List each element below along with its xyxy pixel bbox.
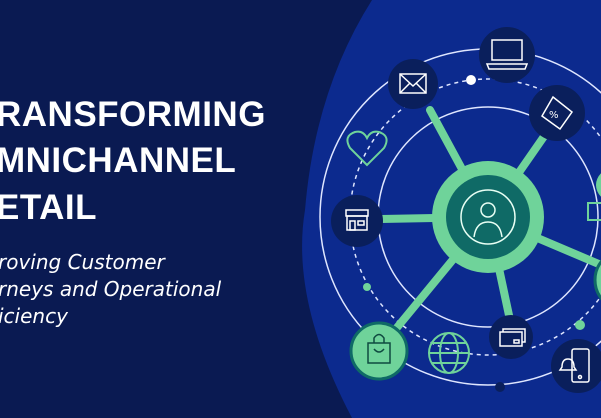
subtitle-line-3: iciency: [0, 304, 68, 328]
tag-node: %: [529, 85, 585, 141]
phone-node: [551, 339, 601, 393]
device-icon: [587, 202, 601, 221]
credit-card-icon: [499, 328, 526, 347]
right-node: [596, 173, 601, 197]
right-green-node: [593, 259, 601, 301]
user-icon: [460, 189, 516, 245]
subtitle-line-1: roving Customer: [0, 250, 165, 274]
ring-dot: [575, 320, 585, 330]
ring-dot: [363, 283, 371, 291]
ring-dot: [495, 382, 505, 392]
laptop-node: [479, 27, 535, 83]
headline-line-3: ETAIL: [0, 188, 98, 227]
shopping-bag-icon: [367, 333, 391, 364]
bag-node: [349, 321, 409, 381]
email-icon: [399, 73, 427, 94]
subtitle-line-2: rneys and Operational: [0, 277, 222, 301]
mobile-notification-icon: [558, 348, 590, 383]
card-node: [489, 315, 533, 359]
store-node: [331, 195, 383, 247]
headline-line-1: RANSFORMING: [0, 95, 266, 134]
svg-text:%: %: [549, 110, 559, 121]
heart-icon: [346, 130, 388, 167]
globe-icon: [428, 332, 470, 374]
ring-dot: [466, 75, 476, 85]
store-icon: [345, 209, 369, 231]
laptop-icon: [485, 39, 529, 70]
discount-tag-icon: %: [541, 95, 574, 131]
headline-line-2: MNICHANNEL: [0, 141, 237, 180]
email-node: [388, 59, 438, 109]
